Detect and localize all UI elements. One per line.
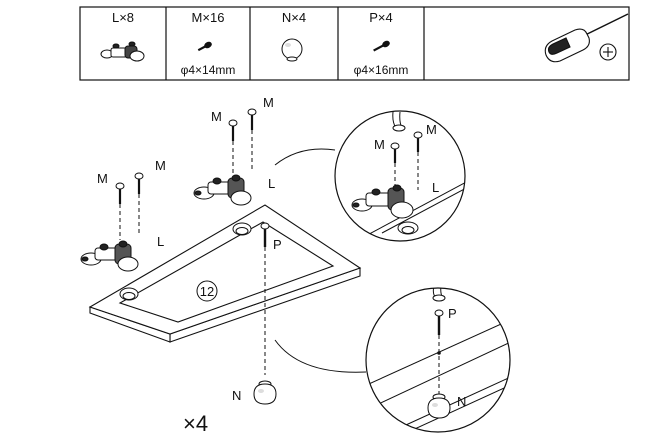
parts-cell-p: P×4 φ4×16mm [354,10,409,77]
callout-m: M [211,109,222,124]
leader-line [274,339,367,373]
foot-icon [281,38,303,62]
callout-m: M [155,158,166,173]
callout-n: N [232,388,241,403]
hinge-right [193,174,252,206]
door-panel [88,204,362,343]
parts-table [79,6,630,81]
screw-m-left-2 [134,172,144,234]
part-l-label: L×8 [112,10,134,25]
callout-l: L [157,234,164,249]
callout-m: M [374,137,385,152]
callout-n: N [457,394,466,409]
screw-icon [197,41,212,52]
parts-cell-m: M×16 φ4×14mm [181,10,236,77]
screw-icon [373,40,390,52]
leader-line [274,148,336,166]
screw-m-right-1 [228,119,238,176]
callout-l: L [268,176,275,191]
hinge-left [80,240,139,272]
part-p-spec: φ4×16mm [354,63,409,77]
callout-l: L [432,180,439,195]
callout-m: M [426,122,437,137]
detail-circle-hinge: M M L [334,110,466,242]
detail-circle-foot: P N [365,287,511,433]
screw-m-left-1 [115,182,125,240]
callout-p: P [273,237,282,252]
part-m-spec: φ4×14mm [181,63,236,77]
parts-cell-n: N×4 [281,10,306,62]
hinge-icon [100,41,145,62]
hinge-hole [119,287,139,301]
part-n-label: N×4 [282,10,306,25]
phillips-screwdriver-icon [544,13,629,63]
callout-m: M [263,95,274,110]
screw-p [260,222,270,375]
foot-n [253,380,277,405]
step-number: 12 [200,284,214,299]
screw-m-right-2 [247,108,257,172]
hinge-hole [232,222,252,236]
parts-cell-l: L×8 [100,10,145,62]
step-badge: 12 [196,280,218,302]
callout-p: P [448,306,457,321]
part-p-label: P×4 [369,10,393,25]
quantity-label: ×4 [183,411,208,436]
part-m-label: M×16 [192,10,225,25]
callout-m: M [97,171,108,186]
